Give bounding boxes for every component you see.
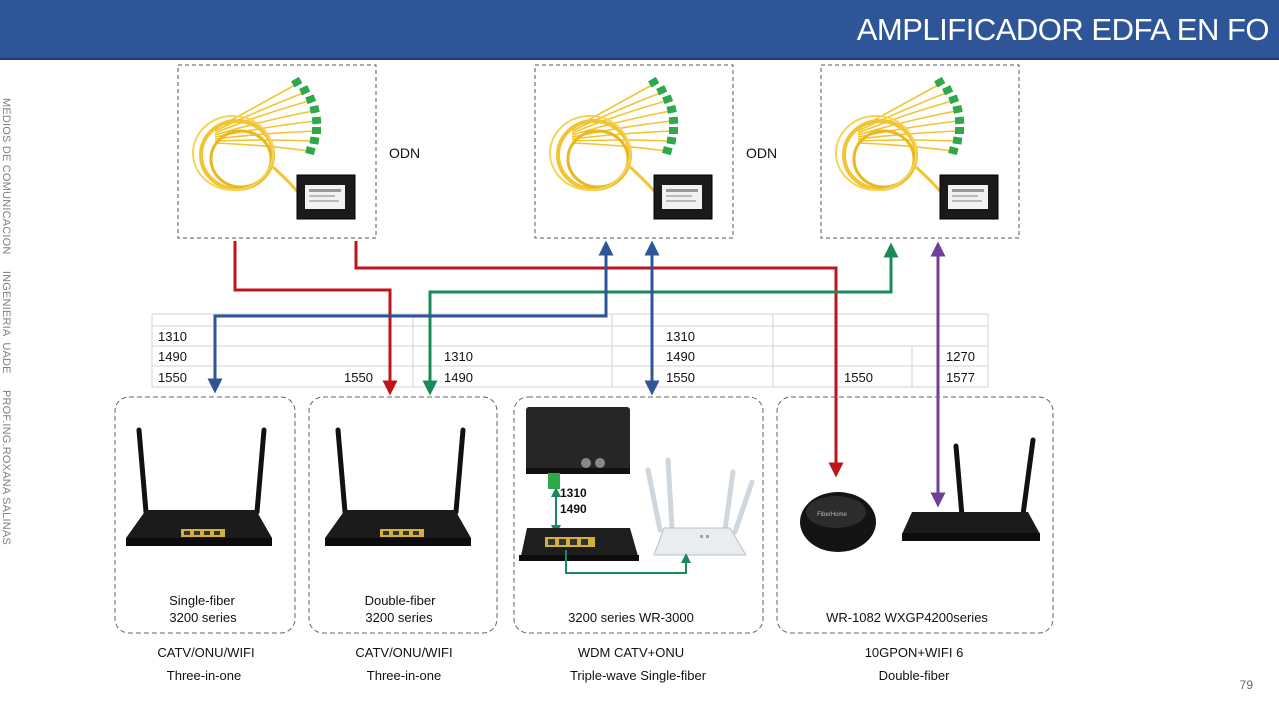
wl-col1-1310: 1310 (158, 329, 187, 344)
wl-col4-1490: 1490 (666, 349, 695, 364)
blue-fiber-1 (207, 240, 614, 394)
splitter-image-1 (191, 74, 357, 222)
caption-2-line1: CATV/ONU/WIFI (355, 645, 452, 660)
device-box-3 (513, 396, 764, 634)
odn-box-3 (820, 64, 1020, 239)
slide-title: AMPLIFICADOR EDFA EN FO (856, 12, 1270, 47)
green-link-onu-wifi (565, 550, 691, 574)
onu-brand-label: FiberHome (817, 512, 847, 518)
wifi6-router-icon (902, 437, 1040, 541)
wl-col3-1490: 1490 (444, 370, 473, 385)
wl-col1-1550: 1550 (158, 370, 187, 385)
wl-col6-1577: 1577 (946, 370, 975, 385)
green-fiber-1 (422, 242, 899, 396)
sidebar-credits-text: MEDIOS DE COMUNICACION INGENIERIA UADE P… (0, 98, 12, 545)
caption-4-line2: Double-fiber (879, 668, 950, 683)
wl-col5-1550: 1550 (844, 370, 873, 385)
wl-col2-1550: 1550 (344, 370, 373, 385)
odn-box-1 (177, 64, 377, 239)
odn-label-1: ODN (389, 145, 420, 161)
wl-col3-1310: 1310 (444, 349, 473, 364)
title-bar: AMPLIFICADOR EDFA EN FO (0, 0, 1279, 60)
device-3-series: 3200 series WR-3000 (568, 610, 694, 625)
wl-col6-1270: 1270 (946, 349, 975, 364)
device-2-type: Double-fiber (365, 593, 436, 608)
caption-2-line2: Three-in-one (367, 668, 441, 683)
router-icon-2 (325, 427, 471, 546)
caption-3-line2: Triple-wave Single-fiber (570, 668, 707, 683)
splitter-image-3 (834, 74, 1000, 222)
odn-box-2 (534, 64, 734, 239)
wl-col1-1490: 1490 (158, 349, 187, 364)
caption-1-line1: CATV/ONU/WIFI (157, 645, 254, 660)
wl-col4-1550: 1550 (666, 370, 695, 385)
odn-label-2: ODN (746, 145, 777, 161)
slide-number: 79 (1239, 678, 1253, 692)
wl-col4-1310: 1310 (666, 329, 695, 344)
device-1-series: 3200 series (169, 610, 237, 625)
device-box-2 (308, 396, 498, 634)
wave-1310-label: 1310 (560, 486, 587, 500)
router-icon-1 (126, 427, 272, 546)
sidebar-credits: MEDIOS DE COMUNICACION INGENIERIA UADE P… (0, 98, 18, 638)
splitter-image-2 (548, 74, 714, 222)
wave-1490-label: 1490 (560, 502, 587, 516)
catv-node-icon (526, 407, 630, 489)
onu-icon (519, 528, 639, 561)
round-onu-icon: FiberHome (800, 492, 876, 552)
caption-1-line2: Three-in-one (167, 668, 241, 683)
wifi-router-icon (645, 457, 755, 556)
device-2-series: 3200 series (365, 610, 433, 625)
device-4-series: WR-1082 WXGP4200series (826, 610, 988, 625)
device-1-type: Single-fiber (169, 593, 235, 608)
caption-4-line1: 10GPON+WIFI 6 (865, 645, 964, 660)
caption-3-line1: WDM CATV+ONU (578, 645, 684, 660)
device-box-4 (776, 396, 1054, 634)
device-box-1 (114, 396, 296, 634)
